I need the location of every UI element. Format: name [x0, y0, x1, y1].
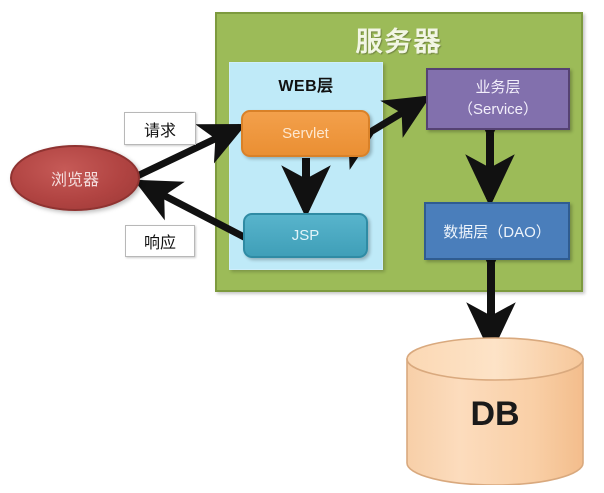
node-dao-label: 数据层（DAO） [443, 223, 551, 241]
edge-label-response-text: 响应 [143, 235, 176, 252]
node-database[interactable] [405, 337, 585, 485]
edge-label-request-text: 请求 [143, 122, 176, 140]
edge-label-response: 响应 [125, 225, 195, 257]
database-body [406, 358, 584, 485]
node-browser[interactable]: 浏览器 [10, 145, 140, 211]
node-service-label-primary: 业务层 [475, 79, 521, 97]
node-dao[interactable]: 数据层（DAO） [424, 202, 570, 260]
node-jsp-label: JSP [291, 227, 320, 244]
node-servlet-label: Servlet [282, 125, 329, 142]
node-database-label: DB [470, 395, 520, 433]
server-title: 服务器 [355, 27, 443, 57]
node-servlet[interactable]: Servlet [241, 110, 370, 157]
web-layer-title: WEB层 [278, 78, 334, 95]
node-service[interactable]: 业务层 （Service） [426, 68, 570, 130]
edge-label-request: 请求 [124, 112, 196, 145]
node-jsp[interactable]: JSP [243, 213, 368, 258]
node-browser-label: 浏览器 [50, 172, 99, 189]
database-top-ellipse [406, 337, 584, 381]
node-service-label-secondary: （Service） [457, 101, 539, 118]
